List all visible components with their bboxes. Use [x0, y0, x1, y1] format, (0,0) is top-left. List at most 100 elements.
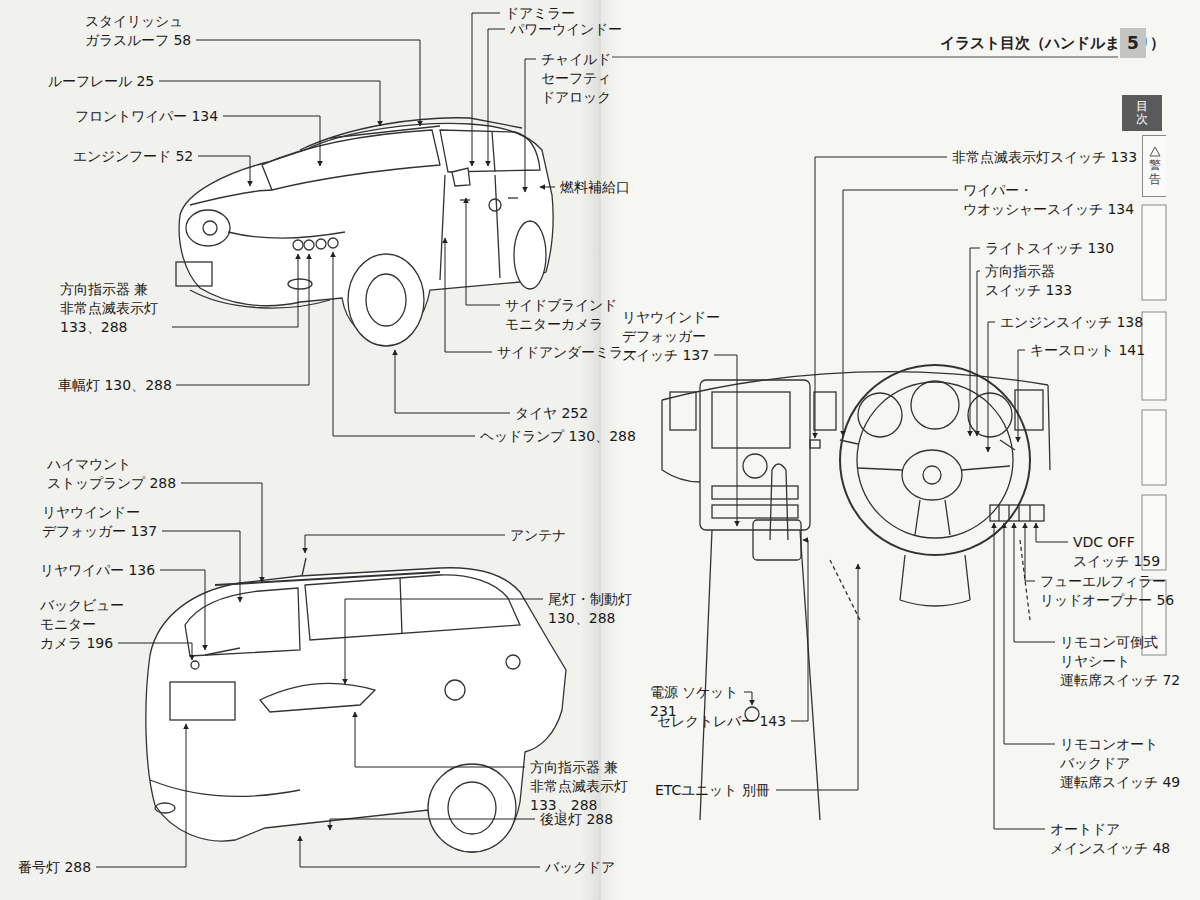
callout-label: リモコンオート バックドア 運転席スイッチ 49 — [1060, 735, 1191, 792]
cockpit-drawing — [700, 530, 712, 820]
rear-car-drawing — [445, 680, 465, 700]
cockpit-drawing — [662, 400, 700, 482]
cockpit-drawing — [670, 392, 696, 430]
callout-label: キースロット 141 — [1030, 341, 1145, 360]
callout-label: アンテナ — [510, 526, 566, 545]
cockpit-drawing — [858, 468, 902, 470]
callout-label: 車幅灯 130、288 — [58, 376, 172, 395]
leader-line — [160, 570, 205, 650]
callout-label: 番号灯 288 — [18, 858, 91, 877]
leader-line — [970, 248, 980, 436]
rear-car-drawing — [146, 558, 566, 852]
front-car-drawing — [492, 132, 495, 172]
cockpit-drawing — [840, 365, 1030, 555]
front-car-drawing — [300, 118, 522, 150]
cockpit-drawing — [965, 555, 970, 600]
cockpit-drawing — [1000, 440, 1015, 450]
cockpit-drawing — [911, 381, 959, 429]
warning-icon — [1149, 146, 1161, 157]
leader-line — [488, 29, 505, 166]
leader-line — [181, 483, 262, 582]
cockpit-drawing — [712, 486, 798, 499]
leader-line — [176, 254, 309, 385]
leader-line — [776, 564, 858, 790]
front-car-drawing — [186, 210, 230, 246]
callout-label: エンジンスイッチ 138 — [1000, 313, 1143, 332]
cockpit-drawing — [968, 393, 1012, 437]
leader-line — [330, 819, 535, 830]
page-number-box: 5 — [1120, 28, 1146, 58]
leader-line — [445, 238, 492, 352]
rear-car-drawing — [170, 682, 235, 720]
cockpit-drawing — [1048, 385, 1050, 470]
callout-label: リモコン可倒式 リヤシート 運転席スイッチ 72 — [1060, 633, 1191, 690]
header-rule — [612, 56, 1118, 57]
cockpit-drawing — [990, 505, 1044, 521]
callout-label: エンジンフード 52 — [73, 147, 193, 166]
cockpit-drawing — [915, 500, 920, 535]
callout-label: バックビュー モニター カメラ 196 — [40, 596, 133, 653]
callout-label: サイドアンダーミラー — [497, 343, 637, 362]
rear-car-drawing — [185, 588, 300, 656]
callout-label: ETCユニット 別冊 — [655, 781, 770, 800]
cockpit-drawing — [770, 464, 788, 540]
callout-label: 尾灯・制動灯 130、288 — [548, 590, 641, 628]
node-text: 目次 — [1136, 100, 1148, 126]
callout-label: リヤウインドー デフォッガー 137 — [42, 503, 173, 541]
leader-line — [196, 40, 420, 126]
side-tabs — [1142, 205, 1166, 300]
cockpit-drawing — [923, 466, 941, 484]
front-car-drawing — [179, 123, 553, 340]
leader-line — [223, 116, 320, 166]
callout-label: ライトスイッチ 130 — [985, 239, 1114, 258]
front-car-drawing — [489, 199, 501, 211]
rear-car-drawing — [215, 572, 440, 585]
leader-line — [96, 724, 186, 867]
callout-label: ハイマウント ストップランプ 288 — [47, 455, 206, 493]
rear-car-drawing — [302, 558, 306, 576]
front-car-drawing — [316, 239, 326, 249]
node-text: 5 — [1127, 33, 1139, 53]
rear-car-drawing — [191, 661, 199, 669]
cockpit-drawing — [840, 440, 858, 444]
leader-line — [1018, 350, 1025, 442]
cockpit-drawing — [800, 530, 820, 820]
cockpit-drawing — [810, 440, 820, 448]
cockpit-drawing — [945, 500, 950, 535]
cockpit-drawing — [700, 380, 810, 530]
front-car-drawing — [304, 240, 314, 250]
leader-line — [1025, 523, 1035, 581]
callout-label: ドアミラー — [505, 4, 575, 23]
warning-tab: 警告 — [1142, 135, 1166, 197]
callout-label: ルーフレール 25 — [48, 72, 154, 91]
cockpit-drawing — [712, 392, 790, 448]
callout-label: パワーウインドー — [510, 20, 622, 39]
leader-line — [118, 643, 192, 660]
rear-car-drawing — [506, 655, 520, 669]
callout-label: チャイルド セーフティ ドアロック — [541, 50, 625, 107]
leader-line — [1004, 523, 1055, 744]
callout-label: サイドブラインド モニターカメラ — [505, 296, 622, 334]
front-car-drawing — [190, 190, 272, 205]
front-car-drawing — [203, 221, 217, 235]
callout-label: 非常点滅表示灯スイッチ 133 — [952, 148, 1137, 167]
callout-label: 後退灯 288 — [540, 810, 613, 829]
cockpit-drawing — [662, 365, 1050, 820]
callout-label: ヘッドランプ 130、288 — [480, 427, 636, 446]
callout-label: オートドア メインスイッチ 48 — [1050, 820, 1176, 858]
leader-line — [162, 531, 240, 602]
rear-car-drawing — [428, 764, 516, 852]
cockpit-drawing — [1015, 390, 1043, 430]
cockpit-drawing — [962, 466, 1010, 470]
leader-line — [1036, 523, 1068, 542]
front-car-drawing — [508, 197, 518, 198]
leader-line — [714, 355, 737, 526]
cockpit-drawing — [999, 505, 1030, 521]
callout-label: 燃料補給口 — [560, 178, 630, 197]
callout-label: ワイパー・ ウオッシャースイッチ 134 — [963, 181, 1140, 219]
node-text: 警告 — [1149, 159, 1161, 185]
callout-label: リヤウインドー デフォッガー スイッチ 137 — [622, 308, 734, 365]
header-rule — [612, 56, 1118, 57]
leader-line — [355, 712, 525, 767]
